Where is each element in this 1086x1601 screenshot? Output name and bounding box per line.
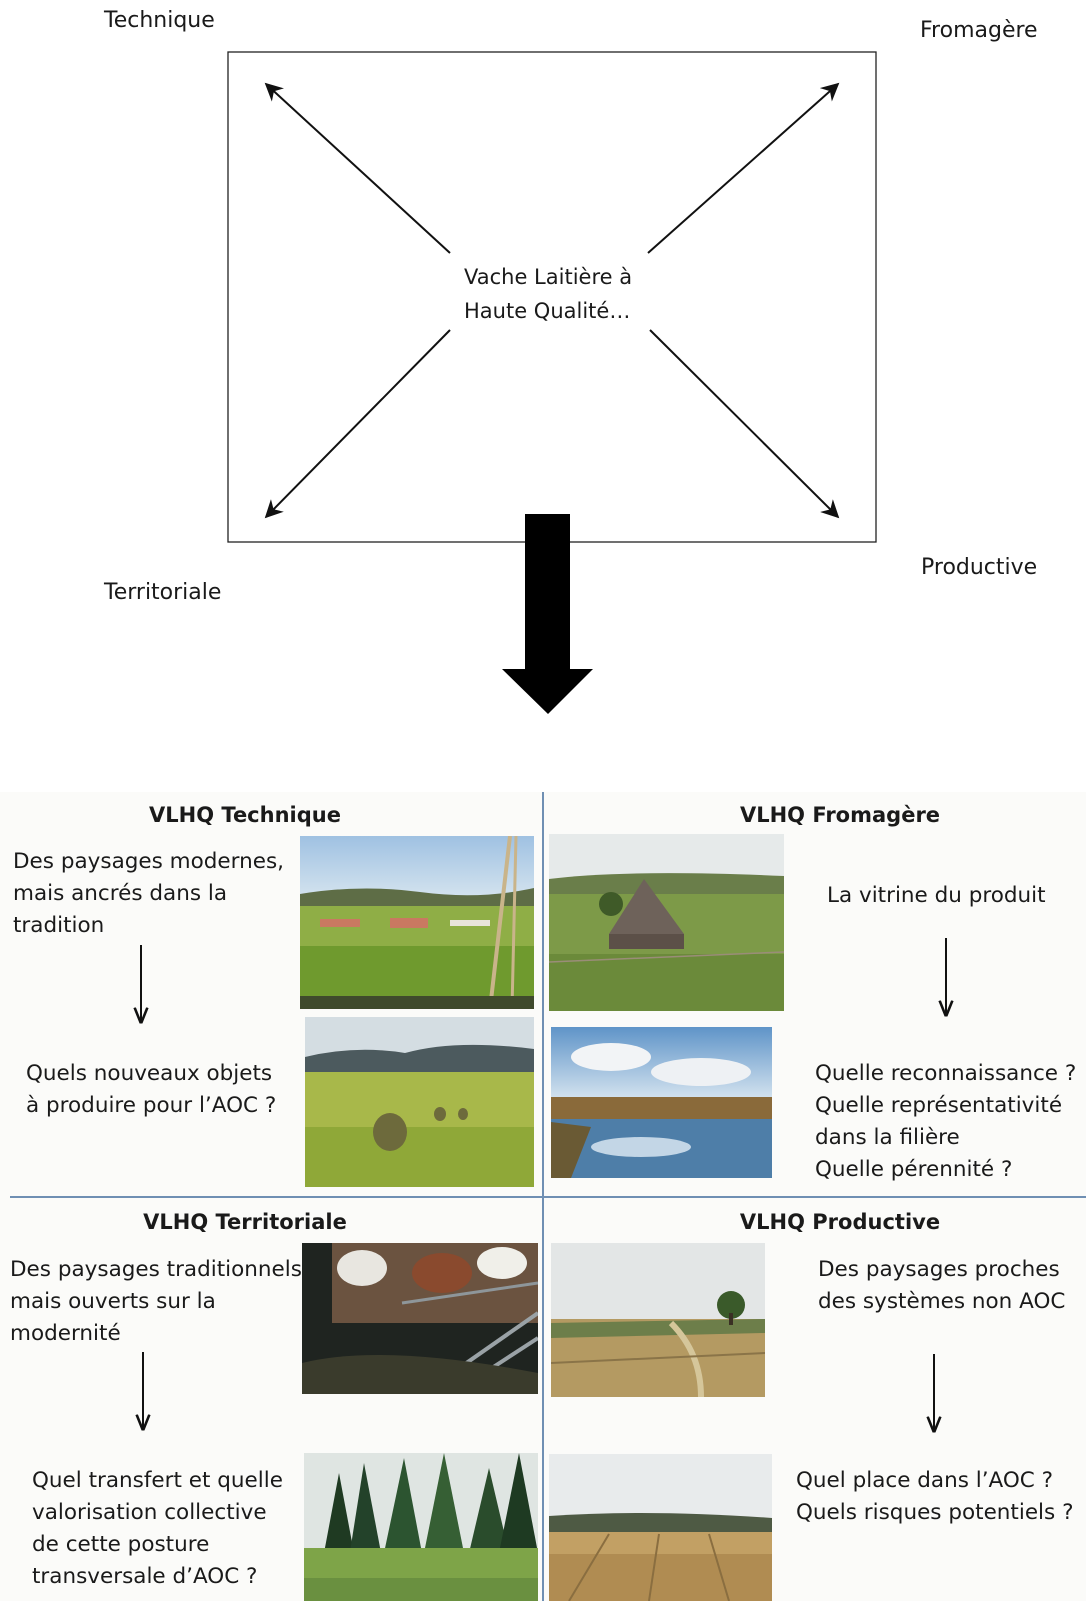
technique-q-2: à produire pour l’AOC ? [26, 1093, 277, 1118]
arrow-territoriale [264, 329, 451, 519]
productive-description: Des paysages proches des systèmes non AO… [818, 1254, 1065, 1318]
arrow-productive [649, 329, 840, 519]
center-text: Vache Laitière à Haute Qualité… [464, 260, 632, 328]
territoriale-q-2: valorisation collective [32, 1500, 267, 1525]
productive-q-1: Quel place dans l’AOC ? [796, 1468, 1054, 1493]
territoriale-line-3: modernité [10, 1321, 121, 1346]
title-territoriale: VLHQ Territoriale [143, 1210, 347, 1234]
arrow-fromagere [647, 82, 840, 254]
fromagere-q-4: Quelle pérennité ? [815, 1157, 1013, 1182]
photo-territoriale-cows-barn [302, 1243, 538, 1394]
arrow-technique [264, 82, 451, 254]
photo-technique-hay-bales [305, 1017, 534, 1187]
photo-technique-meadow-pylon [300, 836, 534, 1009]
center-line-2: Haute Qualité… [464, 299, 631, 323]
territoriale-q-4: transversale d’AOC ? [32, 1564, 258, 1589]
photo-fromagere-stone-barn [549, 834, 784, 1011]
technique-line-3: tradition [13, 913, 105, 938]
territoriale-q-1: Quel transfert et quelle [32, 1468, 283, 1493]
territoriale-line-1: Des paysages traditionnels [10, 1257, 302, 1282]
fromagere-line-1: La vitrine du produit [827, 883, 1046, 908]
territoriale-questions: Quel transfert et quelle valorisation co… [32, 1465, 283, 1593]
photo-productive-field-path [551, 1243, 765, 1397]
territoriale-q-3: de cette posture [32, 1532, 210, 1557]
territoriale-line-2: mais ouverts sur la [10, 1289, 216, 1314]
big-down-arrow [502, 514, 593, 714]
title-productive: VLHQ Productive [739, 1210, 941, 1234]
label-fromagere: Fromagère [920, 18, 1038, 43]
fromagere-description: La vitrine du produit [827, 880, 1046, 912]
photo-territoriale-forest-clearing [304, 1453, 538, 1601]
technique-description: Des paysages modernes, mais ancrés dans … [13, 846, 284, 942]
label-technique: Technique [104, 8, 215, 33]
photo-productive-dry-field [549, 1454, 772, 1601]
title-fromagere: VLHQ Fromagère [739, 803, 941, 827]
label-productive: Productive [921, 555, 1038, 580]
productive-line-1: Des paysages proches [818, 1257, 1060, 1282]
title-technique: VLHQ Technique [149, 803, 341, 827]
fromagere-questions: Quelle reconnaissance ? Quelle représent… [815, 1058, 1076, 1186]
grid-horizontal-divider [10, 1196, 1086, 1198]
fromagere-q-2: Quelle représentativité [815, 1093, 1063, 1118]
technique-q-1: Quels nouveaux objets [26, 1061, 273, 1086]
territoriale-description: Des paysages traditionnels mais ouverts … [10, 1254, 302, 1350]
technique-line-1: Des paysages modernes, [13, 849, 284, 874]
technique-line-2: mais ancrés dans la [13, 881, 228, 906]
photo-fromagere-lake [551, 1027, 772, 1178]
fromagere-q-1: Quelle reconnaissance ? [815, 1061, 1077, 1086]
fromagere-q-3: dans la filière [815, 1125, 960, 1150]
productive-questions: Quel place dans l’AOC ? Quels risques po… [796, 1465, 1073, 1529]
productive-q-2: Quels risques potentiels ? [796, 1500, 1074, 1525]
productive-line-2: des systèmes non AOC [818, 1289, 1066, 1314]
technique-questions: Quels nouveaux objets à produire pour l’… [26, 1058, 276, 1122]
label-territoriale: Territoriale [104, 580, 222, 605]
top-diagram [227, 51, 877, 714]
center-line-1: Vache Laitière à [464, 265, 633, 289]
